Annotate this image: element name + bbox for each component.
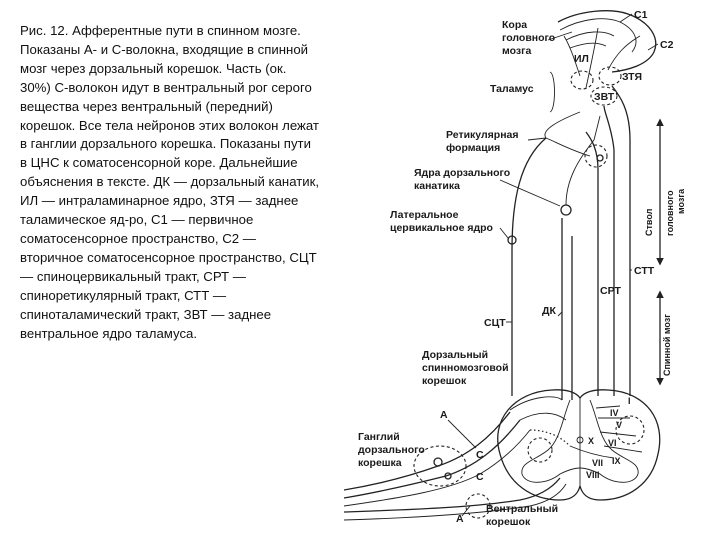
figure-caption: Рис. 12. Афферентные пути в спинном мозг… bbox=[20, 23, 320, 341]
ascending-tracts bbox=[507, 27, 641, 400]
dk-label: ДК bbox=[542, 305, 556, 317]
lamina-vii-label: VII bbox=[592, 458, 603, 468]
reticular-label-2: формация bbox=[446, 142, 500, 154]
reticular-label-1: Ретикулярная bbox=[446, 129, 519, 141]
brainstem-marker: Ствол головного мозга bbox=[644, 118, 686, 266]
cortex: Кора головного мозга С1 С2 bbox=[502, 9, 674, 73]
zvt-label: ЗВТ bbox=[594, 91, 615, 103]
cortex-label-line2: головного bbox=[502, 32, 555, 44]
stt-label: СТТ bbox=[634, 265, 655, 277]
lateral-cervical-label-1: Латеральное bbox=[390, 209, 459, 221]
dc-nucleus-label-2: канатика bbox=[414, 180, 460, 192]
ganglion-label-1: Ганглий bbox=[358, 431, 400, 443]
dsc-root-label-3: корешок bbox=[422, 375, 467, 387]
fiber-c-lower-label: С bbox=[476, 471, 484, 483]
lamina-i-label: I bbox=[628, 396, 631, 406]
c1-label: С1 bbox=[634, 9, 648, 21]
lamina-v-label: V bbox=[616, 420, 622, 430]
brainstem-label-1: Ствол bbox=[644, 208, 654, 236]
brainstem-label-2: головного bbox=[665, 190, 675, 236]
thalamus-label: Таламус bbox=[490, 83, 534, 95]
dsc-root-label-1: Дорзальный bbox=[422, 349, 488, 361]
ventral-root-label-1: Вентральный bbox=[486, 503, 558, 515]
cortex-label-line1: Кора bbox=[502, 19, 527, 31]
cortex-label-line3: мозга bbox=[502, 45, 531, 57]
dsc-root-label-2: спинномозговой bbox=[422, 362, 509, 374]
spinal-cord-marker: Спинной мозг bbox=[656, 290, 672, 386]
fiber-c-upper-label: С bbox=[476, 449, 484, 461]
lamina-viii-label: VIII bbox=[586, 470, 600, 480]
spinal-cord-cross-section: I IV V VI X VII VIII IX bbox=[497, 389, 661, 501]
dc-nucleus-label-1: Ядра дорзального bbox=[414, 167, 510, 179]
lamina-x-label: X bbox=[588, 436, 594, 446]
ganglion-label-2: дорзального bbox=[358, 444, 425, 456]
il-label: ИЛ bbox=[574, 53, 589, 65]
spinal-cord-label: Спинной мозг bbox=[662, 314, 672, 376]
ventral-root-label-2: корешок bbox=[486, 516, 531, 528]
ztya-label: ЗТЯ bbox=[622, 71, 642, 83]
brainstem-label-3: мозга bbox=[676, 188, 686, 214]
lamina-iv-label: IV bbox=[610, 408, 619, 418]
ganglion-label-3: корешка bbox=[358, 457, 402, 469]
fiber-a-lower-label: А bbox=[456, 513, 464, 525]
lamina-vi-label: VI bbox=[608, 438, 617, 448]
lateral-cervical-label-2: цервикальное ядро bbox=[390, 222, 493, 234]
srt-label: СРТ bbox=[600, 285, 621, 297]
c2-label: С2 bbox=[660, 39, 674, 51]
lamina-ix-label: IX bbox=[612, 456, 621, 466]
sct-label: СЦТ bbox=[484, 317, 506, 329]
dorsal-root-ganglion: А С С А bbox=[343, 409, 567, 525]
thalamus: ИЛ ЗТЯ ЗВТ Таламус bbox=[490, 53, 642, 113]
fiber-a-upper-label: А bbox=[440, 409, 448, 421]
